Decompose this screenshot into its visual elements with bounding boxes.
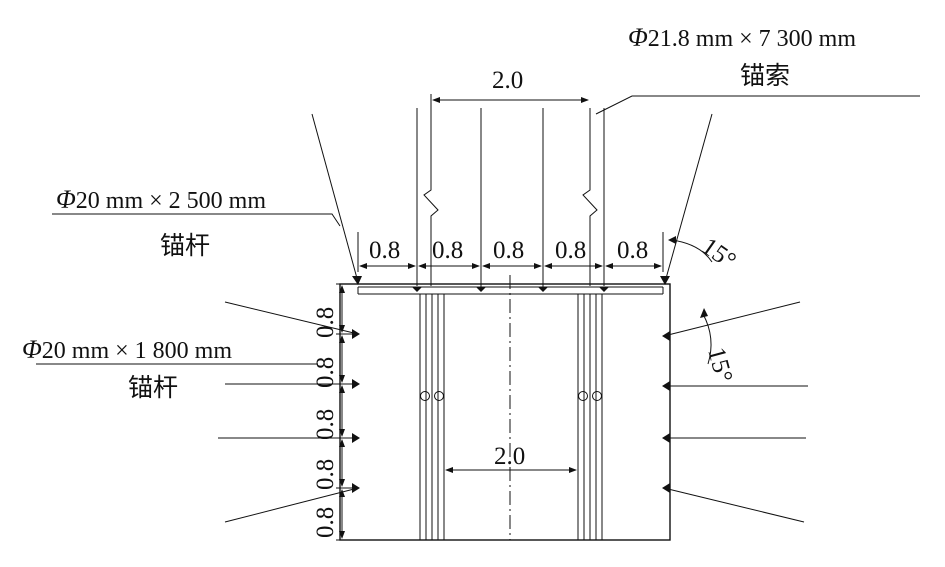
left-leg-bolt-hole [434, 391, 444, 401]
roof-bolt-name-label: 锚杆 [160, 231, 210, 260]
side-spacing-label: 0.8 [312, 409, 339, 440]
roof-spacing-label: 0.8 [369, 237, 400, 264]
side-angle-arc [702, 313, 712, 365]
cable-spacing-label: 2.0 [492, 67, 523, 94]
side-spacing-label: 0.8 [312, 459, 339, 490]
roof-bolts [412, 108, 609, 292]
leg-spacing-label: 2.0 [494, 443, 525, 470]
right-side-bolts [662, 301, 808, 523]
roof-spacing-label: 0.8 [493, 237, 524, 264]
left-leg [419, 294, 445, 540]
right-leg [577, 294, 603, 540]
roof-spacing-label: 0.8 [617, 237, 648, 264]
roof-dimension-chain [357, 232, 664, 272]
corner-bolts [311, 113, 713, 285]
right-leg-bolt-hole [592, 391, 602, 401]
roof-angle-arc [671, 239, 713, 263]
cable-leader-line [595, 95, 920, 115]
side-bolt-spec-label: Φ20 mm × 1 800 mm [22, 335, 232, 364]
cable-spec-label: Φ21.8 mm × 7 300 mm [628, 23, 856, 52]
side-bolt-name-label: 锚杆 [128, 373, 178, 402]
left-leg-bolt-hole [420, 391, 430, 401]
side-spacing-label: 0.8 [312, 307, 339, 338]
cable-name-label: 锚索 [740, 61, 790, 90]
roof-spacing-label: 0.8 [555, 237, 586, 264]
roof-spacing-label: 0.8 [432, 237, 463, 264]
side-angle-label: 15° [702, 345, 737, 386]
side-spacing-label: 0.8 [312, 507, 339, 538]
right-leg-bolt-hole [578, 391, 588, 401]
side-dimension-chain [336, 283, 356, 541]
roadway-outline [339, 283, 671, 541]
side-spacing-label: 0.8 [312, 357, 339, 388]
roof-bolt-leader-line [52, 213, 341, 227]
roof-angle-label: 15° [697, 233, 741, 275]
roof-bolt-spec-label: Φ20 mm × 2 500 mm [56, 185, 266, 214]
